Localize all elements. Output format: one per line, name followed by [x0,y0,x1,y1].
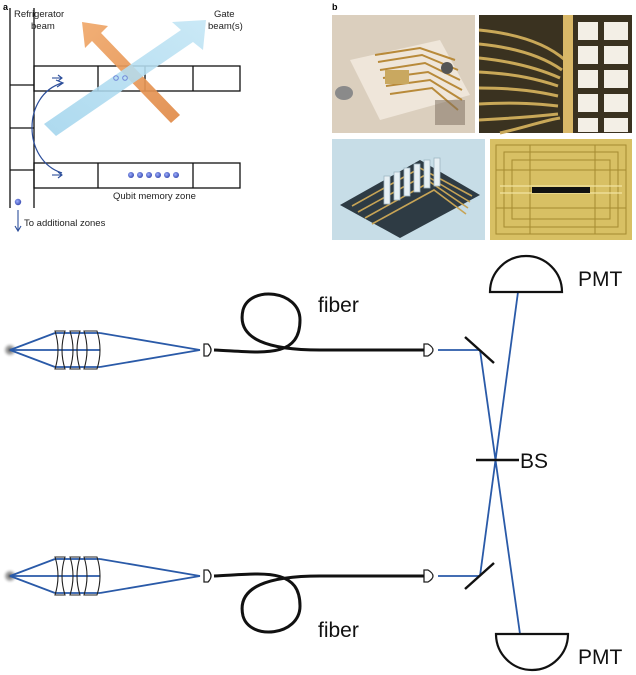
collection-rays-top [9,332,201,368]
trap-rails [9,8,241,208]
fiber-top-label: fiber [318,294,359,317]
curved-transport-arrow [31,82,63,174]
objective-lens-top [54,330,101,370]
panel-b-label: b [332,2,338,12]
fiber-coupler-in-bottom [203,569,212,583]
fiber-coupler-in-top [203,343,212,357]
gate-beam-arrow [44,20,206,136]
refrigerator-beam-label-line1: Refrigerator [14,9,64,20]
additional-zones-label: To additional zones [24,218,106,229]
mirror-top [464,336,495,364]
trap-chip-photo-1 [332,15,475,133]
fiber-coupler-out-bottom [423,569,434,583]
pmt-bottom-detector [494,632,570,672]
beam-splitter-label: BS [520,450,548,473]
output-beams [438,291,521,635]
additional-zones-arrowhead [14,225,22,233]
optical-setup: fiber fiber PMT PMT BS [2,254,623,672]
mirror-bottom [464,562,495,590]
fiber-coupler-out-top [423,343,434,357]
trap-chip-photo-3 [332,139,485,240]
pmt-top-detector [488,254,564,294]
panel-a: a [3,2,243,233]
gate-beam-label-line2: beam(s) [208,21,243,32]
trap-chip-photo-4 [490,139,632,240]
gate-beam-label-line1: Gate [214,9,235,20]
additional-zone-ion [14,198,22,206]
trap-chip-photo-2 [478,15,632,135]
panel-b: b [332,2,632,240]
transport-arrows [52,74,63,179]
qubit-memory-zone-label: Qubit memory zone [113,191,196,202]
qubit-memory-ions [128,172,179,178]
refrigerator-beam-label-line2: beam [31,21,55,32]
pmt-top-label: PMT [578,268,623,291]
objective-lens-bottom [54,556,101,596]
fiber-bottom [213,572,424,634]
fiber-bottom-label: fiber [318,619,359,642]
collection-rays-bottom [9,558,201,594]
ions-upper [113,75,128,81]
pmt-bottom-label: PMT [578,646,623,669]
fiber-top [213,292,424,354]
curved-arrow-head [55,79,65,88]
panel-a-label: a [3,2,9,12]
